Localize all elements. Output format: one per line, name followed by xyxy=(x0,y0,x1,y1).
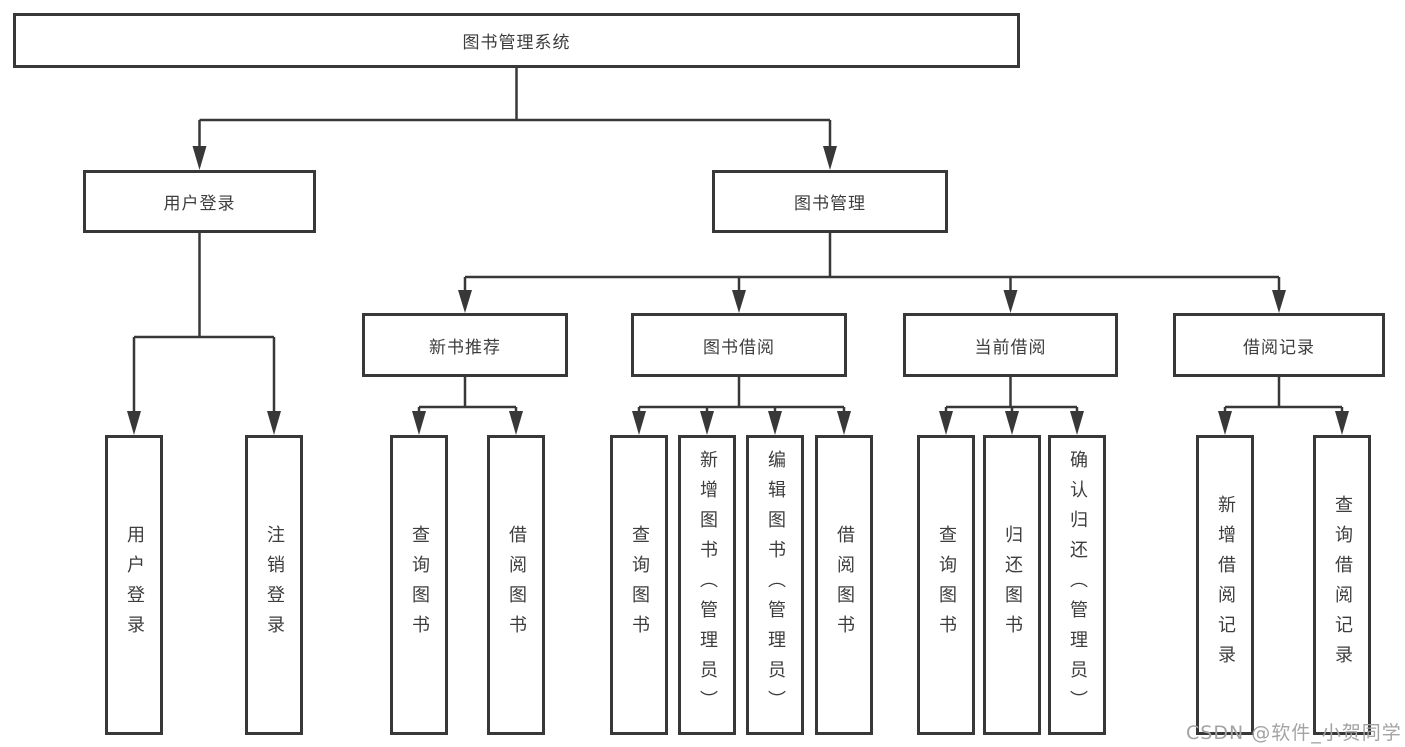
leaf-edit-books-admin: 编辑图书（管理员） xyxy=(746,435,804,735)
leaf-borrow-books: 借阅图书 xyxy=(815,435,873,735)
leaf-query-books: 查询图书 xyxy=(390,435,448,735)
node-new-book-recommend: 新书推荐 xyxy=(362,313,568,377)
leaf-return-books: 归还图书 xyxy=(983,435,1041,735)
leaf-add-borrow-record: 新增借阅记录 xyxy=(1196,435,1254,735)
leaf-user-login: 用户登录 xyxy=(105,435,163,735)
leaf-logout: 注销登录 xyxy=(245,435,303,735)
node-label: 借阅记录 xyxy=(1243,337,1315,358)
node-library-management-system: 图书管理系统 xyxy=(13,13,1020,68)
node-user-login: 用户登录 xyxy=(83,170,316,233)
node-label: 图书管理系统 xyxy=(462,33,571,53)
node-label: 新书推荐 xyxy=(429,337,501,358)
node-label: 图书管理 xyxy=(794,194,866,214)
csdn-watermark: CSDN @软件_小贺同学 xyxy=(1186,722,1402,744)
node-borrow-records: 借阅记录 xyxy=(1173,313,1385,377)
leaf-query-borrow-record: 查询借阅记录 xyxy=(1313,435,1371,735)
leaf-confirm-return-admin: 确认归还（管理员） xyxy=(1048,435,1106,735)
node-book-borrowing: 图书借阅 xyxy=(631,313,847,377)
leaf-add-books-admin: 新增图书（管理员） xyxy=(678,435,736,735)
node-label: 图书借阅 xyxy=(703,337,775,358)
node-book-management: 图书管理 xyxy=(712,170,948,233)
node-label: 用户登录 xyxy=(163,194,236,214)
leaf-query-books: 查询图书 xyxy=(610,435,668,735)
node-label: 当前借阅 xyxy=(974,337,1047,358)
leaf-query-books: 查询图书 xyxy=(917,435,975,735)
leaf-borrow-books: 借阅图书 xyxy=(487,435,545,735)
arrowheads xyxy=(127,146,1349,435)
node-current-borrowing: 当前借阅 xyxy=(903,313,1118,377)
